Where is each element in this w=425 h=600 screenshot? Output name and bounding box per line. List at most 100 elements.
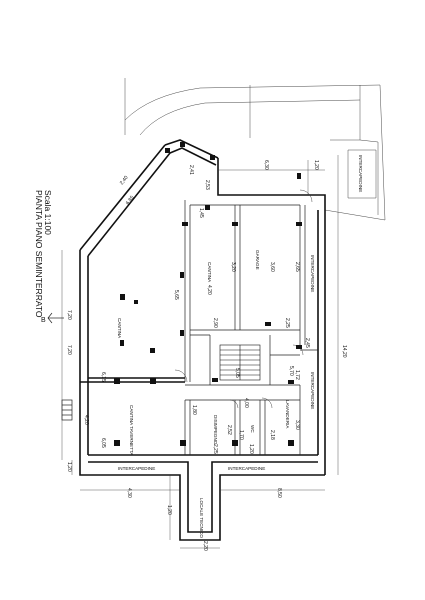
dim-1-45: 1,45 (198, 208, 204, 218)
svg-text:4,00: 4,00 (243, 398, 249, 408)
dim-4-00: 4,00 (243, 398, 249, 408)
dim-bottom-4-30: 4,30 (126, 488, 132, 498)
plan-scale: Scala 1:100 (43, 190, 53, 235)
svg-text:2,52: 2,52 (226, 425, 232, 435)
room-garage: GARAGE (255, 250, 260, 270)
dim-1-72: 1,72 (294, 370, 300, 380)
interior-walls (80, 200, 318, 455)
svg-text:1,20: 1,20 (248, 444, 254, 454)
svg-text:2,45: 2,45 (304, 338, 310, 348)
dim-2-41: 2,41 (188, 165, 194, 175)
svg-text:7,20: 7,20 (66, 345, 72, 355)
dim-2-52: 2,52 (226, 425, 232, 435)
svg-text:8,50: 8,50 (276, 488, 282, 498)
svg-text:CANTINA TAVERNETTA: CANTINA TAVERNETTA (129, 405, 134, 456)
site-lines (124, 78, 386, 221)
room-intercapedine-right: INTERCAPEDINE (310, 255, 315, 292)
svg-text:2,65: 2,65 (294, 262, 300, 272)
svg-text:2,25: 2,25 (284, 318, 290, 328)
svg-text:1,20: 1,20 (66, 462, 72, 472)
dim-3-30: 3,30 (294, 420, 300, 430)
room-intercapedine-bottom-right: INTERCAPEDINE (228, 466, 265, 471)
svg-text:4,20: 4,20 (206, 285, 212, 295)
svg-text:5,05: 5,05 (234, 368, 240, 378)
room-intercapedine-bottom-left: INTERCAPEDINE (118, 466, 155, 471)
svg-text:LOCALE TECNICO: LOCALE TECNICO (199, 498, 204, 538)
dim-left-7-20: 7,20 (66, 310, 72, 320)
svg-text:6,85: 6,85 (125, 195, 136, 207)
dim-2-53: 2,53 (204, 180, 210, 190)
dim-3-20: 3,20 (230, 262, 236, 272)
dim-bottom-1-20: 1,20 (166, 505, 172, 515)
svg-text:3,30: 3,30 (294, 420, 300, 430)
svg-text:GARAGE: GARAGE (255, 250, 260, 270)
dim-5-05: 5,05 (234, 368, 240, 378)
svg-text:3,60: 3,60 (269, 262, 275, 272)
dim-left-1-20: 1,20 (66, 462, 72, 472)
dim-1-70: 1,70 (238, 430, 244, 440)
room-intercapedine-top: INTERCAPEDINE (358, 155, 363, 192)
svg-text:1,72: 1,72 (294, 370, 300, 380)
svg-text:6,05: 6,05 (100, 438, 106, 448)
room-locale-tecnico: LOCALE TECNICO (199, 498, 204, 538)
svg-text:4,30: 4,30 (126, 488, 132, 498)
svg-text:2,40: 2,40 (119, 175, 130, 187)
wall-openings (61, 399, 73, 421)
dim-6-15: 6,15 (100, 372, 106, 382)
svg-text:2,18: 2,18 (269, 430, 275, 440)
svg-text:1,45: 1,45 (198, 208, 204, 218)
dim-2-25b: 2,25 (212, 444, 218, 454)
svg-text:2,90: 2,90 (212, 318, 218, 328)
title-block: PIANTA PIANO SEMINTERRATO (34, 190, 44, 318)
svg-text:6,30: 6,30 (263, 160, 269, 170)
dim-1-20b: 1,20 (248, 444, 254, 454)
svg-text:CANTINA: CANTINA (207, 262, 212, 283)
dim-2-45: 2,45 (304, 338, 310, 348)
room-lavanderia: LAVANDERIA (285, 400, 290, 429)
room-wc: WC (250, 425, 255, 433)
dim-5-70: 5,70 (288, 366, 294, 376)
dim-2-90: 2,90 (212, 318, 218, 328)
room-intercapedine-right-lower: INTERCAPEDINE (310, 372, 315, 409)
dim-5-65: 5,65 (173, 290, 179, 300)
north-arrow: B (41, 312, 64, 324)
svg-text:3,20: 3,20 (230, 262, 236, 272)
room-cantina-small: CANTINA (207, 262, 212, 283)
svg-text:5,70: 5,70 (288, 366, 294, 376)
dim-4-20: 4,20 (206, 285, 212, 295)
svg-text:1,20: 1,20 (313, 160, 319, 170)
outer-walls (79, 139, 326, 541)
svg-text:2,20: 2,20 (202, 541, 208, 551)
svg-text:LAVANDERIA: LAVANDERIA (285, 400, 290, 429)
svg-text:6,15: 6,15 (100, 372, 106, 382)
svg-text:CANTINA: CANTINA (117, 318, 122, 339)
svg-text:7,20: 7,20 (66, 310, 72, 320)
door-swings (174, 189, 313, 409)
svg-text:5,65: 5,65 (173, 290, 179, 300)
dim-top-6-30: 6,30 (263, 160, 269, 170)
dim-diag-6-85: 6,85 (125, 195, 136, 207)
plan-title: PIANTA PIANO SEMINTERRATO (34, 190, 44, 318)
dim-6-05: 6,05 (100, 438, 106, 448)
svg-text:14,20: 14,20 (341, 345, 347, 358)
dim-diag-2-40: 2,40 (119, 175, 130, 187)
svg-text:1,70: 1,70 (238, 430, 244, 440)
scale-block: Scala 1:100 (43, 190, 53, 235)
dim-left-4-20: 4,20 (83, 415, 89, 425)
svg-text:INTERCAPEDINE: INTERCAPEDINE (358, 155, 363, 192)
svg-text:1,80: 1,80 (191, 405, 197, 415)
svg-text:WC: WC (250, 425, 255, 433)
dim-total-14-20: 14,20 (341, 345, 347, 358)
svg-text:1,20: 1,20 (166, 505, 172, 515)
dim-bottom-2-20: 2,20 (202, 541, 208, 551)
staircase (219, 344, 261, 381)
dim-bottom-8-50: 8,50 (276, 488, 282, 498)
svg-text:2,25: 2,25 (212, 444, 218, 454)
svg-text:INTERCAPEDINE: INTERCAPEDINE (310, 255, 315, 292)
north-label: B (41, 317, 46, 324)
room-disimpegno: DISIMPEGNO (213, 415, 218, 445)
dim-1-80: 1,80 (191, 405, 197, 415)
dim-2-65: 2,65 (294, 262, 300, 272)
columns (114, 142, 302, 446)
